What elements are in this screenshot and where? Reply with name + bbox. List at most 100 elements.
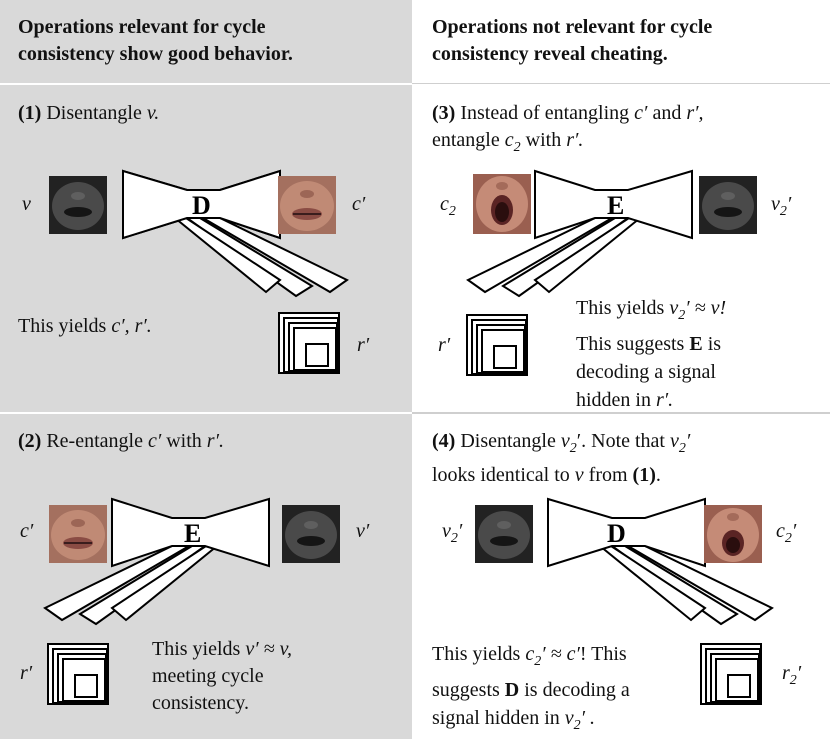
panel-4-yield-t2: ′ ≈ c′ <box>541 643 580 665</box>
panel-2-face-input <box>49 505 107 563</box>
panel-4-output-var: c <box>776 520 785 542</box>
panel-4-network-D: D <box>547 497 774 626</box>
right-header-line-1: Operations not relevant for cycle <box>432 16 713 38</box>
panel-1-network-D: D <box>122 169 349 298</box>
panel-3-caption-line-2: entangle c2 with r′. <box>432 127 704 161</box>
panel-3-caption-t4: with <box>525 129 562 151</box>
panel-4-caption-t4: from <box>588 464 628 486</box>
panel-4-yield-var: c <box>525 643 535 665</box>
panel-3-network-label: E <box>607 191 624 220</box>
panel-4-caption-sub2: 2 <box>678 441 686 456</box>
panel-4-yield-line-2: suggests D is decoding a <box>432 676 630 704</box>
header-divider-right <box>412 83 830 84</box>
panel-3-caption-v2: r′, <box>686 102 704 124</box>
panel-2-caption-t2: with <box>166 430 202 452</box>
panel-2-yield-line-1: This yields v′ ≈ v, <box>152 636 292 663</box>
panel-3-caption-t1: Instead of entangling <box>460 102 630 124</box>
panel-2-output-label: v′ <box>356 520 370 542</box>
panel-2-caption-v2: r′. <box>206 430 224 452</box>
row-divider-right <box>412 412 830 414</box>
panel-4-caption-ref: (1) <box>632 464 656 486</box>
panel-4-caption-line-1: (4) Disentangle v2′. Note that v2′ <box>432 428 690 462</box>
panel-3-yield-t1: This yields <box>576 297 670 319</box>
panel-4-yield-t1: This yields <box>432 643 526 665</box>
panel-3-network-E: E <box>466 169 693 298</box>
panel-1-caption-text: Disentangle <box>46 102 142 124</box>
panel-3-number: (3) <box>432 102 456 124</box>
panel-3-input-sub: 2 <box>448 204 456 219</box>
panel-3-output-label: v2′ <box>771 193 791 220</box>
panel-1-caption: (1) Disentangle v. <box>18 100 159 127</box>
panel-3-input-var: c <box>440 193 449 215</box>
panel-3-face-input <box>473 174 531 234</box>
panel-3-yield-line-1: This yields v2′ ≈ v! <box>576 294 726 330</box>
panel-4-face-output <box>704 505 762 563</box>
panel-4-input-prime: ′ <box>457 520 463 542</box>
panel-2-input-label: c′ <box>20 520 34 542</box>
panel-3-yield-net: E <box>689 333 703 355</box>
panel-4-output-prime: ′ <box>791 520 797 542</box>
panel-3-output-var: v <box>771 193 780 215</box>
panel-4-residual-label: r2′ <box>782 662 801 689</box>
panel-4-yield-sub: 2 <box>534 654 542 669</box>
panel-3-yield-var2: r′. <box>656 389 674 411</box>
panel-1-yield: This yields c′, r′. <box>18 313 152 340</box>
panel-1-input-label: v <box>22 193 31 215</box>
panel-2-face-output <box>282 505 340 563</box>
panel-3-input-label: c2 <box>440 193 456 220</box>
panel-4-output-label: c2′ <box>776 520 796 547</box>
panel-3-face-output <box>699 176 757 234</box>
panel-3-caption-t3: entangle <box>432 129 500 151</box>
panel-4-yield-net: D <box>504 679 520 701</box>
panel-2-caption-v1: c′ <box>147 430 162 452</box>
panel-4-network-label: D <box>607 519 626 548</box>
panel-2-residual-label: r′ <box>20 662 33 684</box>
panel-4-yield-sub2: 2 <box>573 718 581 733</box>
panel-3-yield-var: v <box>669 297 679 319</box>
panel-1-residual-stack-icon <box>278 312 340 374</box>
panel-3-residual-stack-icon <box>466 314 528 376</box>
panel-3-yield-t2: ′ ≈ v! <box>685 297 727 319</box>
panel-4-caption-line-2: looks identical to v from (1). <box>432 462 690 489</box>
panel-2-network-label: E <box>184 519 201 548</box>
panel-4-yield: This yields c2′ ≈ c′! This suggests D is… <box>432 640 630 740</box>
panel-4-caption: (4) Disentangle v2′. Note that v2′ looks… <box>432 428 690 489</box>
panel-4-face-input <box>475 505 533 563</box>
row-divider-left <box>0 412 412 414</box>
panel-4-yield-t7: ′ . <box>580 707 596 729</box>
panel-4-caption-v2: v <box>670 430 679 452</box>
panel-2-yield-line-2: meeting cycle <box>152 665 264 687</box>
panel-4-yield-var2: v <box>564 707 574 729</box>
panel-4-caption-sub1: 2 <box>569 441 577 456</box>
panel-4-caption-v3: v <box>574 464 584 486</box>
panel-4-residual-prime: ′ <box>796 662 802 684</box>
panel-1-face-input <box>49 176 107 234</box>
header-divider-left <box>0 83 412 85</box>
panel-2-caption: (2) Re-entangle c′ with r′. <box>18 428 224 455</box>
left-header-line-1: Operations relevant for cycle <box>18 16 266 38</box>
panel-1-residual-label: r′ <box>357 334 370 356</box>
panel-3-yield-t3: This suggests <box>576 333 690 355</box>
panel-2-yield-line-3: consistency. <box>152 692 250 714</box>
panel-3-yield-line-3: decoding a signal <box>576 361 716 383</box>
panel-4-residual-stack-icon <box>700 643 762 705</box>
panel-3-caption-v4: r′. <box>566 129 584 151</box>
panel-4-yield-t3: ! This <box>579 643 627 665</box>
panel-4-yield-line-3: signal hidden in v2′ . <box>432 704 630 740</box>
panel-4-caption-v1: v <box>560 430 570 452</box>
panel-2-number: (2) <box>18 430 42 452</box>
panel-1-output-label: c′ <box>352 193 366 215</box>
panel-3-residual-label: r′ <box>438 334 451 356</box>
panel-4-caption-t1: Disentangle <box>460 430 556 452</box>
panel-3-yield-t5: hidden in <box>576 389 656 411</box>
panel-2-residual-stack-icon <box>47 643 109 705</box>
panel-3-yield-sub: 2 <box>678 308 686 323</box>
panel-1-network-label: D <box>192 191 211 220</box>
panel-3-caption: (3) Instead of entangling c′ and r′, ent… <box>432 100 704 161</box>
panel-3-caption-line-1: (3) Instead of entangling c′ and r′, <box>432 100 704 127</box>
panel-4-caption-t1b: ′. Note that <box>576 430 665 452</box>
panel-3-caption-v1: c′ <box>634 102 648 124</box>
panel-3-caption-sub3: 2 <box>513 140 521 155</box>
panel-4-number: (4) <box>432 430 456 452</box>
right-header: Operations not relevant for cycle consis… <box>432 14 712 68</box>
